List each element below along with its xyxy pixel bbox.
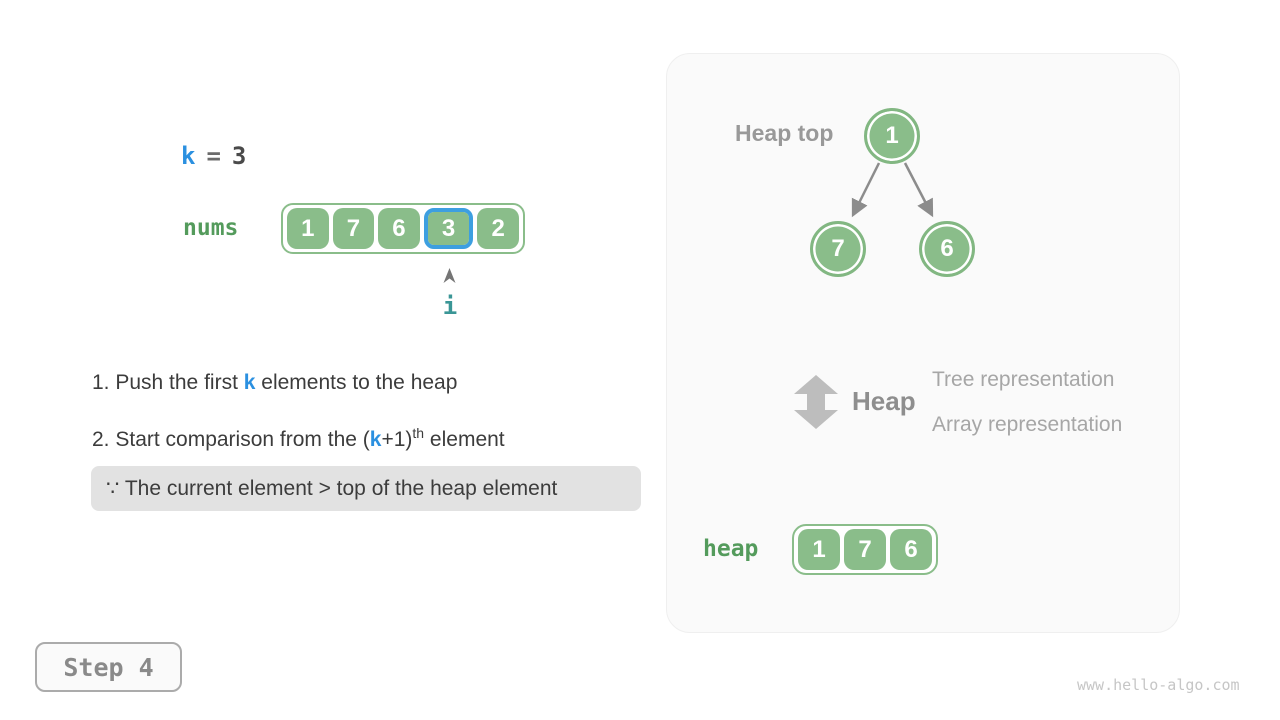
instr1-suffix: elements to the heap: [255, 371, 458, 394]
condition-note-text: ∵ The current element > top of the heap …: [106, 477, 558, 500]
nums-cell-3-highlighted: 3: [423, 208, 474, 249]
nums-cell-0: 1: [287, 208, 329, 249]
heap-top-label: Heap top: [735, 120, 834, 146]
tree-representation-label: Tree representation: [932, 368, 1115, 391]
instr1-prefix: 1. Push the first: [92, 371, 244, 394]
instr2-prefix: 2. Start comparison from the (: [92, 428, 370, 451]
heap-array: 1 7 6: [792, 524, 938, 575]
equals-sign: =: [206, 142, 223, 170]
instr2-suffix: element: [424, 428, 505, 451]
index-pointer-arrow-icon: [443, 268, 456, 283]
instr2-superscript: th: [412, 425, 425, 441]
k-variable: k: [181, 142, 198, 170]
heap-word-label: Heap: [852, 386, 916, 416]
tree-node-right-child: 6: [919, 221, 975, 277]
array-representation-label: Array representation: [932, 413, 1123, 436]
heap-cell-1: 7: [844, 529, 886, 570]
condition-note: ∵ The current element > top of the heap …: [91, 466, 641, 511]
instr2-mid: +1): [381, 428, 413, 451]
tree-edges: [851, 162, 934, 218]
instruction-step-1: 1. Push the first k elements to the heap: [92, 371, 457, 395]
heap-cell-0: 1: [798, 529, 840, 570]
nums-array: 1 7 6 3 2: [281, 203, 525, 254]
nums-cell-2: 6: [378, 208, 420, 249]
instr2-k: k: [369, 428, 382, 451]
k-equals-line: k = 3: [181, 142, 248, 170]
heap-array-label: heap: [703, 536, 759, 562]
up-down-arrow-icon: [794, 375, 838, 429]
k-value: 3: [231, 142, 249, 170]
tree-node-root: 1: [864, 108, 920, 164]
tree-node-left-child: 7: [810, 221, 866, 277]
nums-array-label: nums: [183, 215, 239, 241]
instr1-k: k: [243, 371, 256, 394]
step-indicator-label: Step 4: [63, 652, 154, 682]
site-watermark: www.hello-algo.com: [1077, 676, 1240, 694]
step-indicator-button[interactable]: Step 4: [35, 642, 182, 692]
heap-cell-2: 6: [890, 529, 932, 570]
index-pointer-label: i: [442, 292, 458, 320]
instruction-step-2: 2. Start comparison from the (k+1)th ele…: [92, 425, 505, 452]
nums-cell-1: 7: [332, 208, 375, 249]
nums-cell-4: 2: [477, 208, 519, 249]
